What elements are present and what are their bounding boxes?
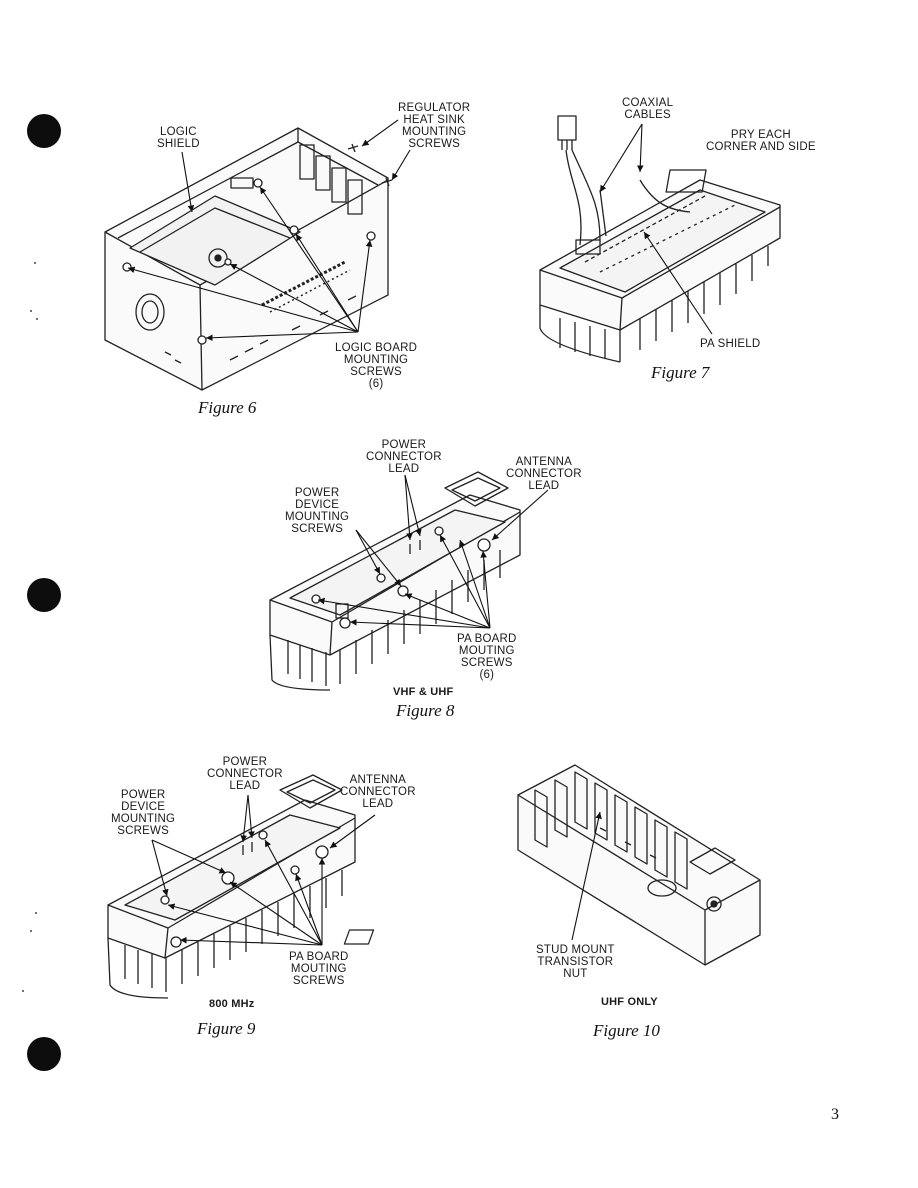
fig6-caption: Figure 6 [198, 398, 257, 417]
figure-8-leaders [317, 474, 549, 629]
fig8-power-connector-lead-label: POWER CONNECTOR LEAD [366, 439, 442, 475]
fig8-power-device-screws-label: POWER DEVICE MOUNTING SCREWS [285, 487, 350, 535]
fig7-coaxial-cables-label: COAXIAL CABLES [622, 97, 674, 121]
scan-speck [30, 930, 32, 932]
figure-10-leaders [571, 811, 602, 941]
fig7-pry-each-label: PRY EACH CORNER AND SIDE [706, 129, 816, 153]
fig10-variant-label: UHF ONLY [601, 996, 658, 1008]
figure-10-drawing [343, 764, 761, 966]
scan-speck [30, 310, 32, 312]
fig10-stud-mount-label: STUD MOUNT TRANSISTOR NUT [536, 944, 615, 980]
figure-7-drawing [539, 115, 781, 363]
fig9-antenna-connector-lead-label: ANTENNA CONNECTOR LEAD [340, 774, 416, 810]
scan-speck [22, 990, 24, 992]
scan-speck [36, 318, 38, 320]
fig6-logic-board-screws-label: LOGIC BOARD MOUNTING SCREWS (6) [335, 342, 418, 390]
fig8-caption: Figure 8 [396, 701, 455, 720]
fig6-logic-shield-label: LOGIC SHIELD [157, 126, 200, 150]
fig9-pa-board-screws-label: PA BOARD MOUTING SCREWS [289, 951, 349, 987]
figure-9-drawing [107, 774, 356, 999]
figure-6-drawing [104, 127, 393, 391]
fig9-power-connector-lead-label: POWER CONNECTOR LEAD [207, 756, 283, 792]
fig9-power-device-screws-label: POWER DEVICE MOUNTING SCREWS [111, 789, 176, 837]
binder-hole-bottom [27, 1037, 61, 1071]
fig10-caption: Figure 10 [593, 1021, 660, 1040]
fig6-regulator-screws-label: REGULATOR HEAT SINK MOUNTING SCREWS [398, 102, 471, 150]
figure-6-leaders [127, 119, 411, 342]
figure-9-leaders [151, 794, 376, 946]
fig7-caption: Figure 7 [651, 363, 710, 382]
page-number: 3 [831, 1106, 839, 1123]
fig8-antenna-connector-lead-label: ANTENNA CONNECTOR LEAD [506, 456, 582, 492]
figure-7-leaders [599, 123, 713, 335]
fig9-caption: Figure 9 [197, 1019, 256, 1038]
binder-hole-top [27, 114, 61, 148]
fig7-pa-shield-label: PA SHIELD [700, 338, 761, 350]
figure-8-drawing [269, 471, 521, 691]
fig8-pa-board-screws-label: PA BOARD MOUTING SCREWS (6) [457, 633, 517, 681]
binder-hole-middle [27, 578, 61, 612]
scan-speck [35, 912, 37, 914]
scan-speck [34, 262, 36, 264]
fig8-variant-label: VHF & UHF [393, 686, 454, 698]
fig9-variant-label: 800 MHz [209, 998, 255, 1010]
